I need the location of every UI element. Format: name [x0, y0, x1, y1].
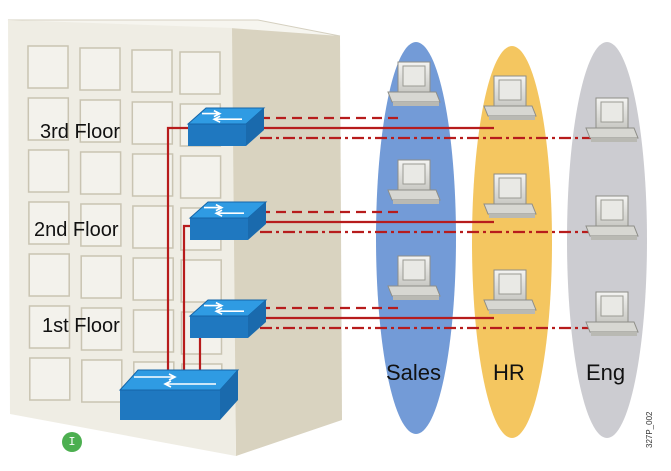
window: [131, 49, 173, 93]
window: [131, 101, 174, 145]
switch-arrow-icon: [214, 307, 244, 315]
switches: [118, 107, 268, 420]
switch-2nd-floor: [188, 201, 268, 240]
switch-arrow-icon: [214, 209, 244, 217]
switch-1st-floor: [188, 299, 268, 338]
window: [79, 99, 122, 143]
trunk-link-3rd: [166, 126, 188, 370]
text-cursor-icon: I: [62, 432, 82, 452]
switch-arrow-icon: [163, 380, 216, 388]
window: [28, 305, 71, 349]
group-label-hr: HR: [493, 360, 525, 385]
switch-front: [188, 124, 246, 146]
floor-label-2nd: 2nd Floor: [34, 219, 119, 241]
switch-arrow-icon: [212, 115, 242, 123]
switch-side: [246, 108, 264, 146]
switch-top: [118, 369, 240, 391]
window: [179, 51, 221, 95]
switch-arrow-icon: [204, 203, 224, 212]
window: [80, 307, 123, 351]
window: [27, 45, 69, 89]
switch-side: [248, 300, 266, 338]
window: [131, 153, 174, 197]
window: [132, 205, 174, 249]
switch-arrow-icon: [202, 109, 222, 118]
window: [28, 253, 70, 297]
window: [132, 309, 175, 353]
window: [179, 155, 222, 199]
building-windows: [27, 45, 223, 407]
switch-3rd-floor: [186, 107, 266, 146]
window: [80, 203, 122, 247]
window: [81, 359, 123, 403]
building-side: [230, 28, 342, 456]
window: [79, 47, 121, 91]
group-label-sales: Sales: [386, 360, 441, 385]
trunk-link-2nd: [182, 224, 190, 372]
switch-arrow-icon: [204, 301, 224, 310]
figure-id: 327P_002: [645, 411, 654, 448]
window: [27, 149, 70, 193]
switch-front: [190, 316, 248, 338]
group-label-eng: Eng: [586, 360, 625, 385]
floor-label-1st: 1st Floor: [42, 315, 120, 337]
sales-group-ellipse: [376, 42, 456, 434]
window: [27, 97, 70, 141]
switch-front: [120, 390, 220, 420]
window: [28, 201, 70, 245]
window: [79, 151, 122, 195]
window: [29, 357, 71, 401]
switch-side: [220, 370, 238, 420]
window: [132, 257, 174, 301]
switch-side: [248, 202, 266, 240]
floor-label-3rd: 3rd Floor: [40, 121, 120, 143]
hr-group-ellipse: [472, 46, 552, 438]
switch-arrow-icon: [134, 373, 177, 381]
workstations: [387, 61, 639, 337]
switch-front: [190, 218, 248, 240]
core-switch: [118, 369, 240, 420]
window: [180, 259, 222, 303]
window: [80, 255, 122, 299]
